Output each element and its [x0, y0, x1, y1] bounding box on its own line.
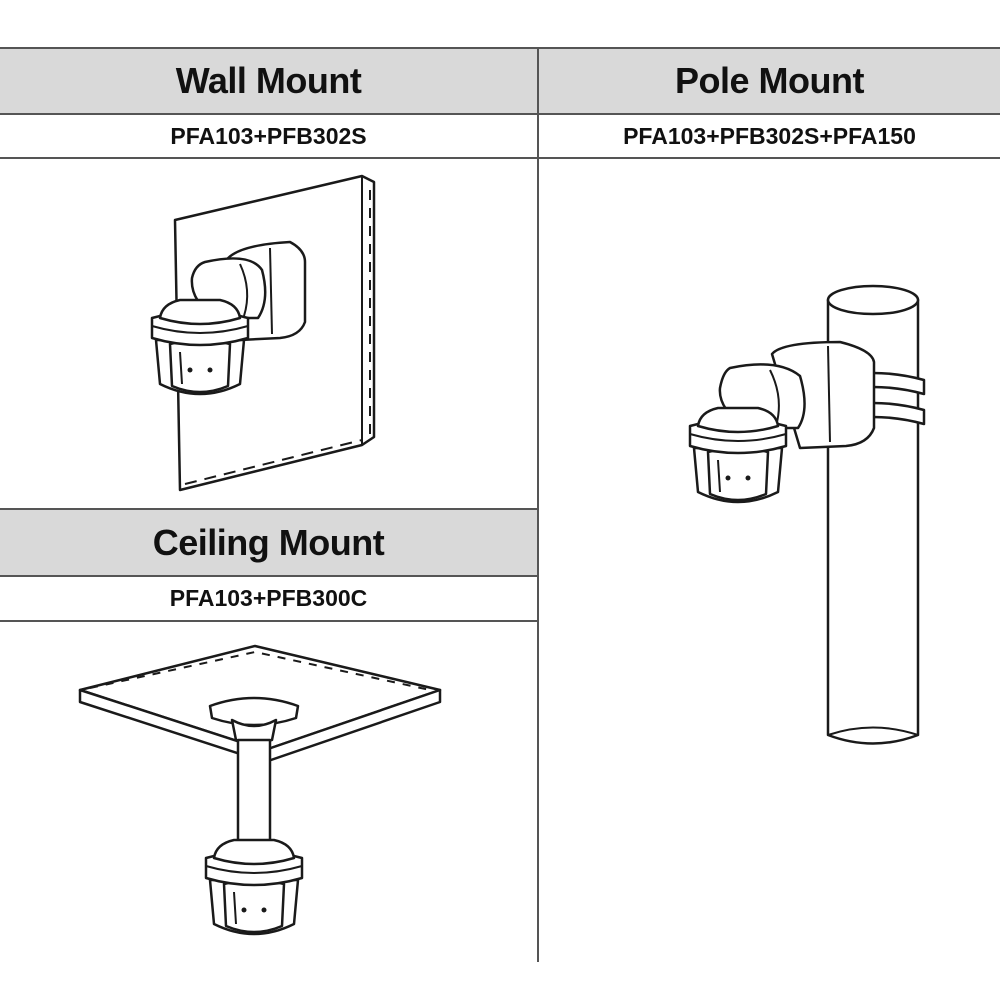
grid-line-top — [0, 47, 1000, 49]
grid-line-ceiling-top — [0, 508, 539, 510]
grid-line-ceiling-header-bottom — [0, 575, 539, 577]
ceiling-mount-title: Ceiling Mount — [0, 510, 537, 575]
pole-mount-title: Pole Mount — [539, 49, 1000, 113]
ceiling-mount-model: PFA103+PFB300C — [169, 585, 368, 611]
pole-mount-illustration — [688, 284, 926, 745]
wall-mount-title: Wall Mount — [0, 49, 537, 113]
wall-mount-illustration — [150, 174, 376, 492]
grid-line-center-vertical — [537, 47, 539, 962]
wall-mount-model: PFA103+PFB302S — [170, 122, 367, 149]
pole-mount-model: PFA103+PFB302S+PFA150 — [623, 122, 916, 149]
ceiling-plate — [208, 696, 300, 727]
ceiling-pipe — [236, 738, 272, 854]
grid-line-ceiling-model-bottom — [0, 620, 539, 622]
grid-line-header-bottom — [0, 113, 1000, 115]
ceiling-mount-illustration — [78, 644, 442, 936]
grid-line-model-bottom — [0, 157, 1000, 159]
